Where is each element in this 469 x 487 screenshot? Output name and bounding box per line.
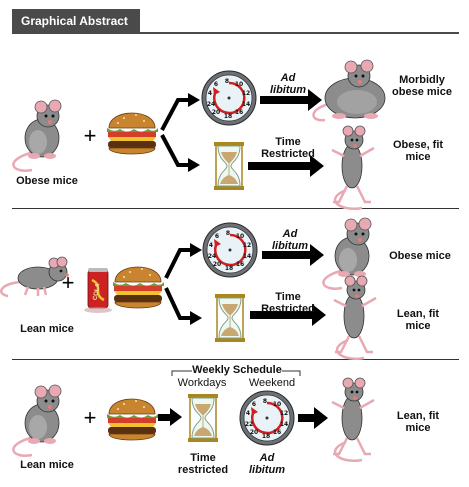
burger-icon xyxy=(112,266,165,309)
svg-text:10: 10 xyxy=(236,233,244,240)
svg-text:6: 6 xyxy=(215,233,219,240)
svg-text:16: 16 xyxy=(273,429,281,436)
svg-text:4: 4 xyxy=(246,410,250,417)
burger-icon xyxy=(106,398,159,441)
arrow-to-outcome xyxy=(298,414,316,422)
branch-arrow-up xyxy=(164,248,192,279)
lean-mice-label: Lean mice xyxy=(20,323,74,335)
clock-numbers: 8 10 6 12 4 14 22 16 20 18 xyxy=(245,398,288,440)
svg-text:20: 20 xyxy=(213,261,221,268)
svg-text:20: 20 xyxy=(212,109,220,116)
hourglass-icon xyxy=(187,393,219,443)
obese-mouse-icon xyxy=(12,98,63,172)
svg-text:10: 10 xyxy=(235,81,243,88)
svg-text:12: 12 xyxy=(242,90,250,97)
svg-text:10: 10 xyxy=(273,401,281,408)
svg-text:14: 14 xyxy=(280,421,288,428)
lean-mouse-icon xyxy=(12,383,63,457)
svg-text:14: 14 xyxy=(242,101,250,108)
svg-text:14: 14 xyxy=(243,253,251,260)
svg-text:16: 16 xyxy=(235,109,243,116)
svg-text:16: 16 xyxy=(236,261,244,268)
weekend-label: Weekend xyxy=(248,377,296,389)
svg-text:24: 24 xyxy=(208,253,216,260)
branch-arrow-down xyxy=(160,134,190,167)
svg-text:6: 6 xyxy=(214,81,218,88)
fit-mouse-icon xyxy=(330,376,376,463)
arrow-to-outcome xyxy=(250,311,314,319)
plus-sign-icon: + xyxy=(62,270,75,295)
svg-text:20: 20 xyxy=(250,429,258,436)
arrow-to-outcome xyxy=(262,251,312,259)
svg-text:12: 12 xyxy=(243,242,251,249)
svg-text:12: 12 xyxy=(280,410,288,417)
clock-numbers: 8 10 6 12 4 14 24 16 20 18 xyxy=(207,78,250,120)
section-divider-1 xyxy=(12,208,459,209)
svg-text:6: 6 xyxy=(252,401,256,408)
svg-text:24: 24 xyxy=(207,101,215,108)
branch-arrow-down xyxy=(164,287,192,320)
workdays-label: Workdays xyxy=(177,377,227,389)
svg-text:4: 4 xyxy=(209,242,213,249)
lean-mouse-icon xyxy=(0,255,71,298)
cola-label: COLA xyxy=(93,282,102,300)
plus-sign-icon: + xyxy=(84,123,97,148)
svg-text:4: 4 xyxy=(208,90,212,97)
branch-arrow-up xyxy=(160,98,190,131)
hourglass-icon xyxy=(214,293,246,343)
graphical-abstract-header: Graphical Abstract xyxy=(12,9,140,33)
arrow-to-outcome xyxy=(260,96,310,104)
obese-mice-outcome-label: Obese mice xyxy=(389,250,451,262)
section-divider-2 xyxy=(12,359,459,360)
burger-icon xyxy=(106,112,159,155)
clock-numbers: 8 10 6 12 4 14 24 16 20 18 xyxy=(208,230,251,272)
arrow-to-schedule xyxy=(158,414,172,421)
svg-text:18: 18 xyxy=(225,265,233,272)
svg-text:8: 8 xyxy=(226,230,230,237)
weekly-schedule-title: Weekly Schedule xyxy=(192,364,282,376)
fit-mouse-icon xyxy=(330,124,376,211)
arrow-to-outcome xyxy=(248,162,312,170)
header-rule xyxy=(12,32,459,34)
svg-text:18: 18 xyxy=(224,113,232,120)
svg-text:18: 18 xyxy=(262,433,270,440)
svg-text:8: 8 xyxy=(225,78,229,85)
svg-text:22: 22 xyxy=(245,421,253,428)
svg-text:8: 8 xyxy=(263,398,267,405)
lean-mice-label: Lean mice xyxy=(20,459,74,471)
morbidly-obese-mouse-icon xyxy=(312,58,387,122)
hourglass-icon xyxy=(213,141,245,191)
plus-sign-icon: + xyxy=(84,405,97,430)
obese-mice-label: Obese mice xyxy=(16,175,78,187)
